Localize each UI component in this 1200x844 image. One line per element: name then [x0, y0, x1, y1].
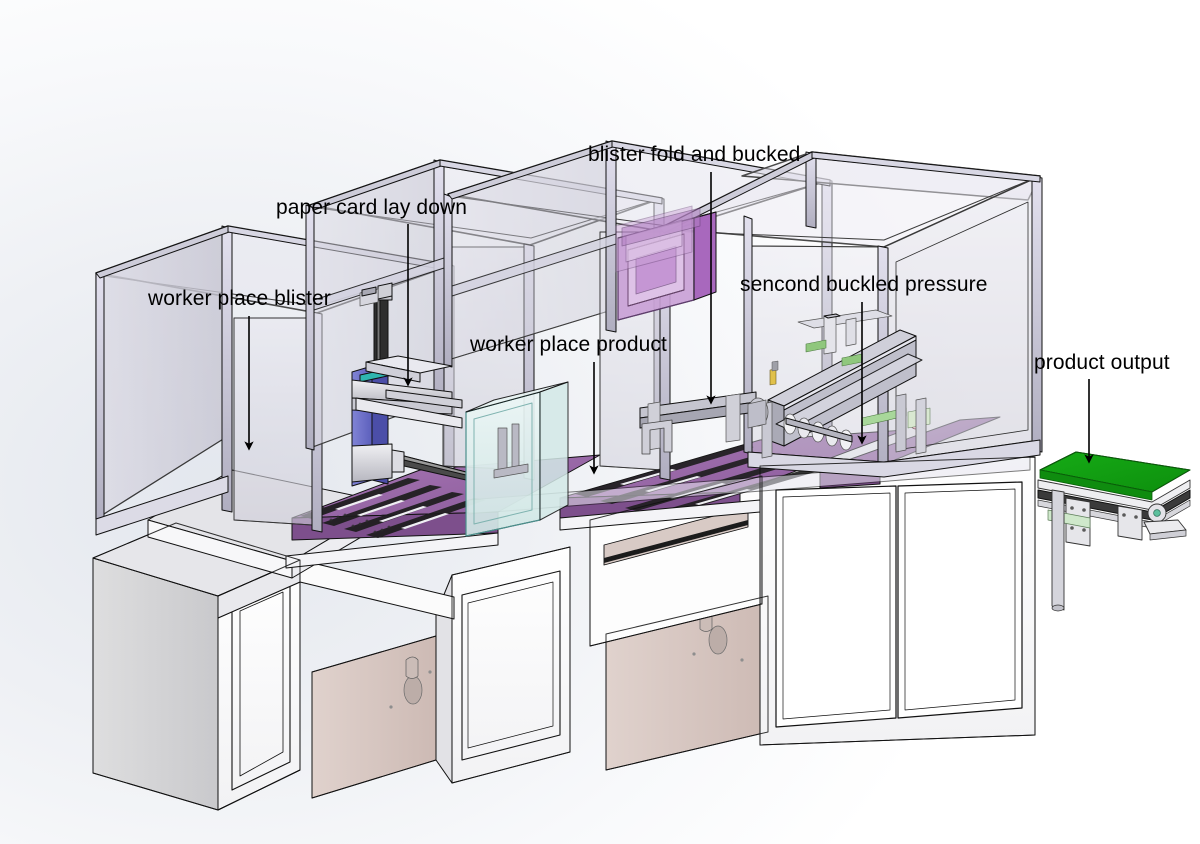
label-worker-place-product: worker place product — [470, 333, 667, 356]
label-worker-place-blister: worker place blister — [148, 287, 331, 310]
internal-machinery — [351, 205, 931, 537]
transfer-rail-assembly — [639, 391, 757, 455]
small-top-mechanism — [359, 286, 379, 307]
guarding-enclosures — [95, 140, 1043, 536]
card-laydown-actuator — [351, 282, 467, 487]
second-press-assembly — [747, 309, 931, 459]
label-product-output: product output — [1034, 351, 1170, 374]
blister-fold-head — [615, 205, 717, 321]
acrylic-cube-fixture — [465, 381, 569, 537]
rear-press-head — [621, 207, 701, 247]
callout-arrows — [244, 172, 1094, 475]
output-conveyor — [1037, 451, 1191, 612]
label-sencond-buckled-pressure: sencond buckled pressure — [740, 273, 988, 296]
label-paper-card-lay-down: paper card lay down — [276, 196, 468, 219]
machine-assembly — [92, 140, 1191, 811]
label-blister-fold-and-bucked: blister fold and bucked — [588, 143, 801, 166]
cabinet-station-4 — [759, 456, 1036, 746]
